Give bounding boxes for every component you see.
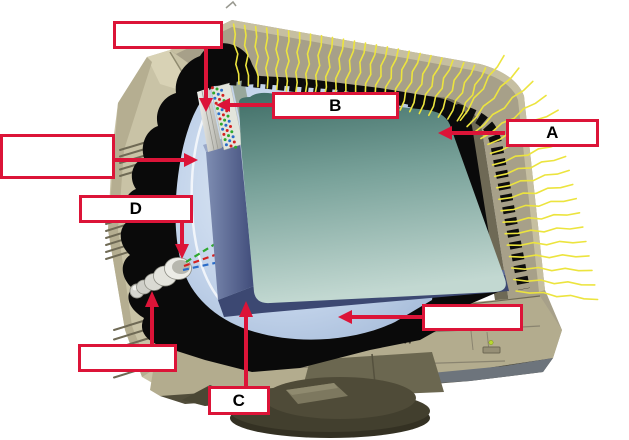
callout-label: D (129, 199, 143, 218)
screen (239, 92, 506, 304)
callout-box-blank-left (0, 134, 115, 179)
callout-box-a: A (506, 119, 599, 147)
arrow-a (438, 126, 505, 140)
power-led (488, 340, 494, 345)
callout-box-blank-bottom-right (422, 304, 523, 331)
power-button[interactable] (482, 346, 501, 354)
electron-gun (129, 257, 192, 299)
arrow-left (114, 153, 198, 167)
arrow-b (216, 98, 272, 112)
callout-label: A (546, 123, 559, 142)
callout-arrows (114, 49, 505, 388)
callout-box-b: B (272, 92, 399, 119)
callout-label: B (329, 95, 342, 115)
stand-base (230, 352, 444, 438)
callout-box-blank-bottom-left (78, 344, 177, 372)
arrow-top (199, 49, 213, 112)
arrow-c (239, 301, 253, 388)
callout-box-blank-top (113, 21, 223, 49)
arrow-d (175, 222, 189, 259)
arrow-bottom-left (145, 291, 159, 345)
callout-label: C (232, 390, 246, 410)
arrow-bottom-right (338, 310, 422, 324)
radiation-band (229, 73, 530, 291)
callout-box-c: C (208, 386, 270, 415)
stray-mark (225, 0, 237, 9)
callout-box-d: D (79, 195, 193, 223)
